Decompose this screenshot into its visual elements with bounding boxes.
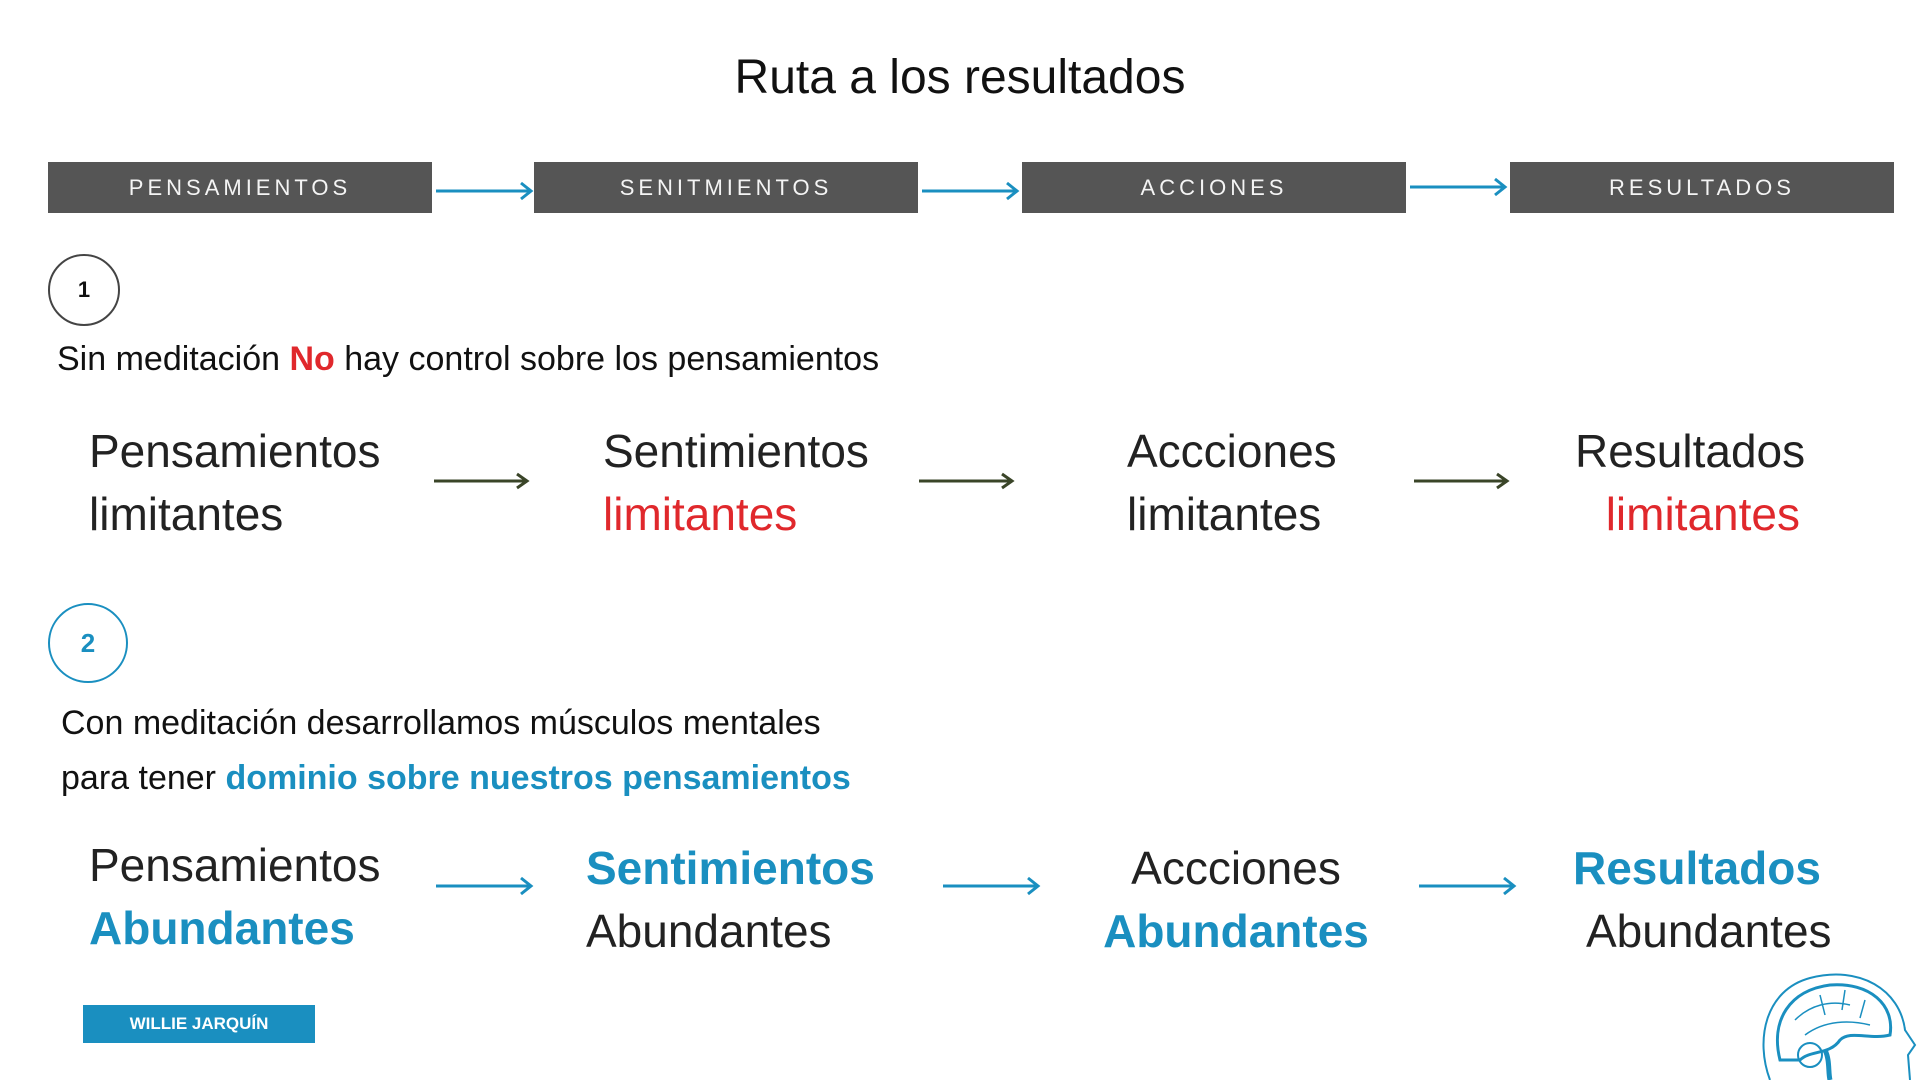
section-1-number: 1 bbox=[48, 254, 120, 326]
section-2-number: 2 bbox=[48, 603, 128, 683]
section-2-line-2: para tener dominio sobre nuestros pensam… bbox=[61, 759, 851, 797]
page-title: Ruta a los resultados bbox=[734, 51, 1186, 104]
step-acciones: ACCIONES bbox=[1022, 162, 1406, 213]
arrow-icon bbox=[1414, 472, 1510, 490]
arrow-icon bbox=[434, 472, 530, 490]
arrow-icon bbox=[919, 472, 1015, 490]
step-pensamientos: PENSAMIENTOS bbox=[48, 162, 432, 213]
arrow-icon bbox=[922, 181, 1020, 201]
brain-head-icon bbox=[1762, 973, 1917, 1080]
section-2-line-1: Con meditación desarrollamos músculos me… bbox=[61, 704, 821, 742]
arrow-icon bbox=[1410, 177, 1508, 197]
author-badge: WILLIE JARQUÍN bbox=[83, 1005, 315, 1043]
arrow-icon bbox=[436, 876, 534, 896]
arrow-icon bbox=[436, 181, 534, 201]
arrow-icon bbox=[943, 876, 1041, 896]
step-resultados: RESULTADOS bbox=[1510, 162, 1894, 213]
arrow-icon bbox=[1419, 876, 1517, 896]
section-1-text: Sin meditación No hay control sobre los … bbox=[57, 340, 880, 378]
step-sentimientos: SENITMIENTOS bbox=[534, 162, 918, 213]
